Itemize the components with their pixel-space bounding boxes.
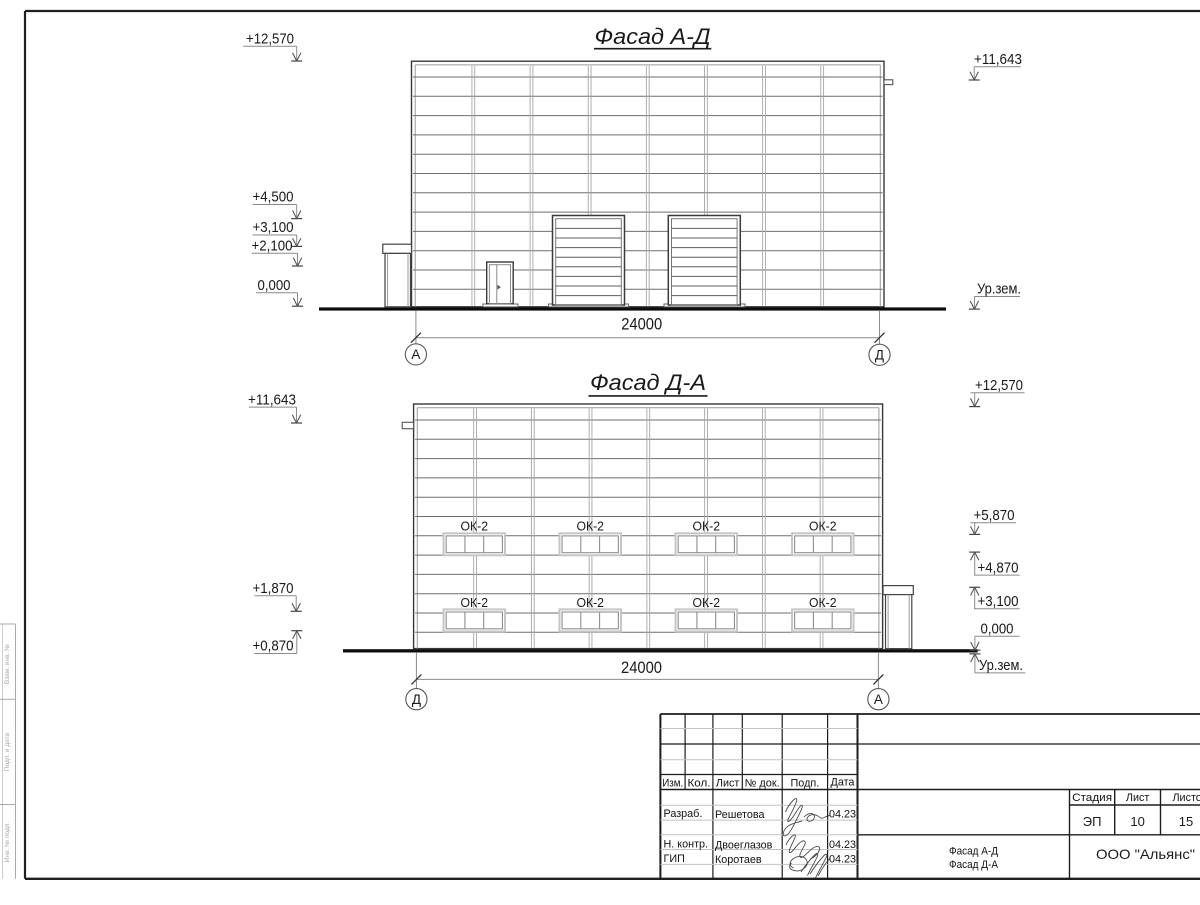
svg-text:04.23: 04.23 bbox=[829, 853, 856, 865]
svg-text:ОК-2: ОК-2 bbox=[576, 595, 604, 610]
svg-text:Коротаев: Коротаев bbox=[715, 854, 762, 866]
svg-text:Д: Д bbox=[875, 348, 884, 363]
svg-text:Лист: Лист bbox=[1126, 792, 1150, 804]
svg-text:Лист: Лист bbox=[716, 777, 740, 789]
svg-text:04.23: 04.23 bbox=[829, 809, 856, 821]
svg-text:ОК-2: ОК-2 bbox=[809, 519, 837, 534]
svg-text:Взам. инв. №: Взам. инв. № bbox=[4, 644, 11, 684]
svg-text:ОК-2: ОК-2 bbox=[693, 519, 721, 534]
svg-text:+5,870: +5,870 bbox=[974, 507, 1015, 524]
svg-text:Ур.зем.: Ур.зем. bbox=[977, 281, 1021, 298]
svg-text:ОК-2: ОК-2 bbox=[693, 595, 721, 610]
svg-text:№ док.: № док. bbox=[745, 777, 780, 789]
svg-text:Фасад Д-А: Фасад Д-А bbox=[590, 370, 706, 395]
svg-text:Ур.зем.: Ур.зем. bbox=[979, 657, 1023, 674]
svg-text:Решетова: Решетова bbox=[715, 809, 765, 821]
svg-text:ГИП: ГИП bbox=[664, 853, 685, 865]
svg-text:+3,100: +3,100 bbox=[978, 593, 1019, 610]
svg-text:+4,500: +4,500 bbox=[253, 189, 294, 206]
svg-text:24000: 24000 bbox=[621, 314, 662, 333]
svg-text:+0,870: +0,870 bbox=[253, 638, 294, 655]
svg-text:Д: Д bbox=[412, 692, 421, 707]
svg-text:ОК-2: ОК-2 bbox=[576, 519, 604, 534]
svg-text:Стадия: Стадия bbox=[1072, 792, 1112, 804]
svg-text:Н. контр.: Н. контр. bbox=[664, 839, 709, 851]
svg-text:0,000: 0,000 bbox=[981, 621, 1014, 638]
svg-text:ОК-2: ОК-2 bbox=[809, 595, 837, 610]
svg-text:+4,870: +4,870 bbox=[978, 559, 1019, 576]
svg-text:Фасад А-Д: Фасад А-Д bbox=[595, 24, 711, 49]
svg-text:ОК-2: ОК-2 bbox=[461, 519, 489, 534]
svg-text:Кол.: Кол. bbox=[688, 777, 711, 789]
svg-text:Инв. № подл.: Инв. № подл. bbox=[4, 822, 11, 863]
svg-text:Листов: Листов bbox=[1172, 792, 1200, 804]
svg-text:+11,643: +11,643 bbox=[974, 51, 1022, 68]
svg-text:+1,870: +1,870 bbox=[253, 580, 294, 597]
svg-text:04.23: 04.23 bbox=[829, 839, 856, 851]
svg-text:А: А bbox=[874, 692, 883, 707]
svg-text:Изм.: Изм. bbox=[662, 777, 683, 789]
svg-text:+12,570: +12,570 bbox=[246, 30, 294, 47]
svg-text:Разраб.: Разраб. bbox=[664, 808, 703, 820]
svg-text:+3,100: +3,100 bbox=[253, 219, 294, 236]
svg-text:0,000: 0,000 bbox=[258, 277, 291, 294]
svg-text:ООО "Альянс": ООО "Альянс" bbox=[1096, 846, 1195, 862]
svg-text:+2,100: +2,100 bbox=[252, 238, 293, 255]
svg-text:Подп. и дата: Подп. и дата bbox=[4, 732, 11, 771]
svg-text:10: 10 bbox=[1130, 814, 1144, 829]
svg-text:Дата: Дата bbox=[831, 777, 855, 789]
svg-text:Двоеглазов: Двоеглазов bbox=[715, 840, 773, 852]
svg-text:24000: 24000 bbox=[621, 658, 662, 677]
svg-text:Фасад Д-А: Фасад Д-А bbox=[949, 859, 999, 871]
svg-text:Подп.: Подп. bbox=[791, 777, 820, 789]
svg-text:Фасад А-Д: Фасад А-Д bbox=[949, 846, 999, 858]
svg-text:ЭП: ЭП bbox=[1083, 814, 1102, 829]
svg-text:А: А bbox=[411, 347, 420, 362]
svg-text:15: 15 bbox=[1179, 814, 1193, 829]
svg-text:+12,570: +12,570 bbox=[975, 377, 1023, 394]
svg-text:ОК-2: ОК-2 bbox=[461, 595, 489, 610]
svg-text:+11,643: +11,643 bbox=[248, 391, 296, 408]
